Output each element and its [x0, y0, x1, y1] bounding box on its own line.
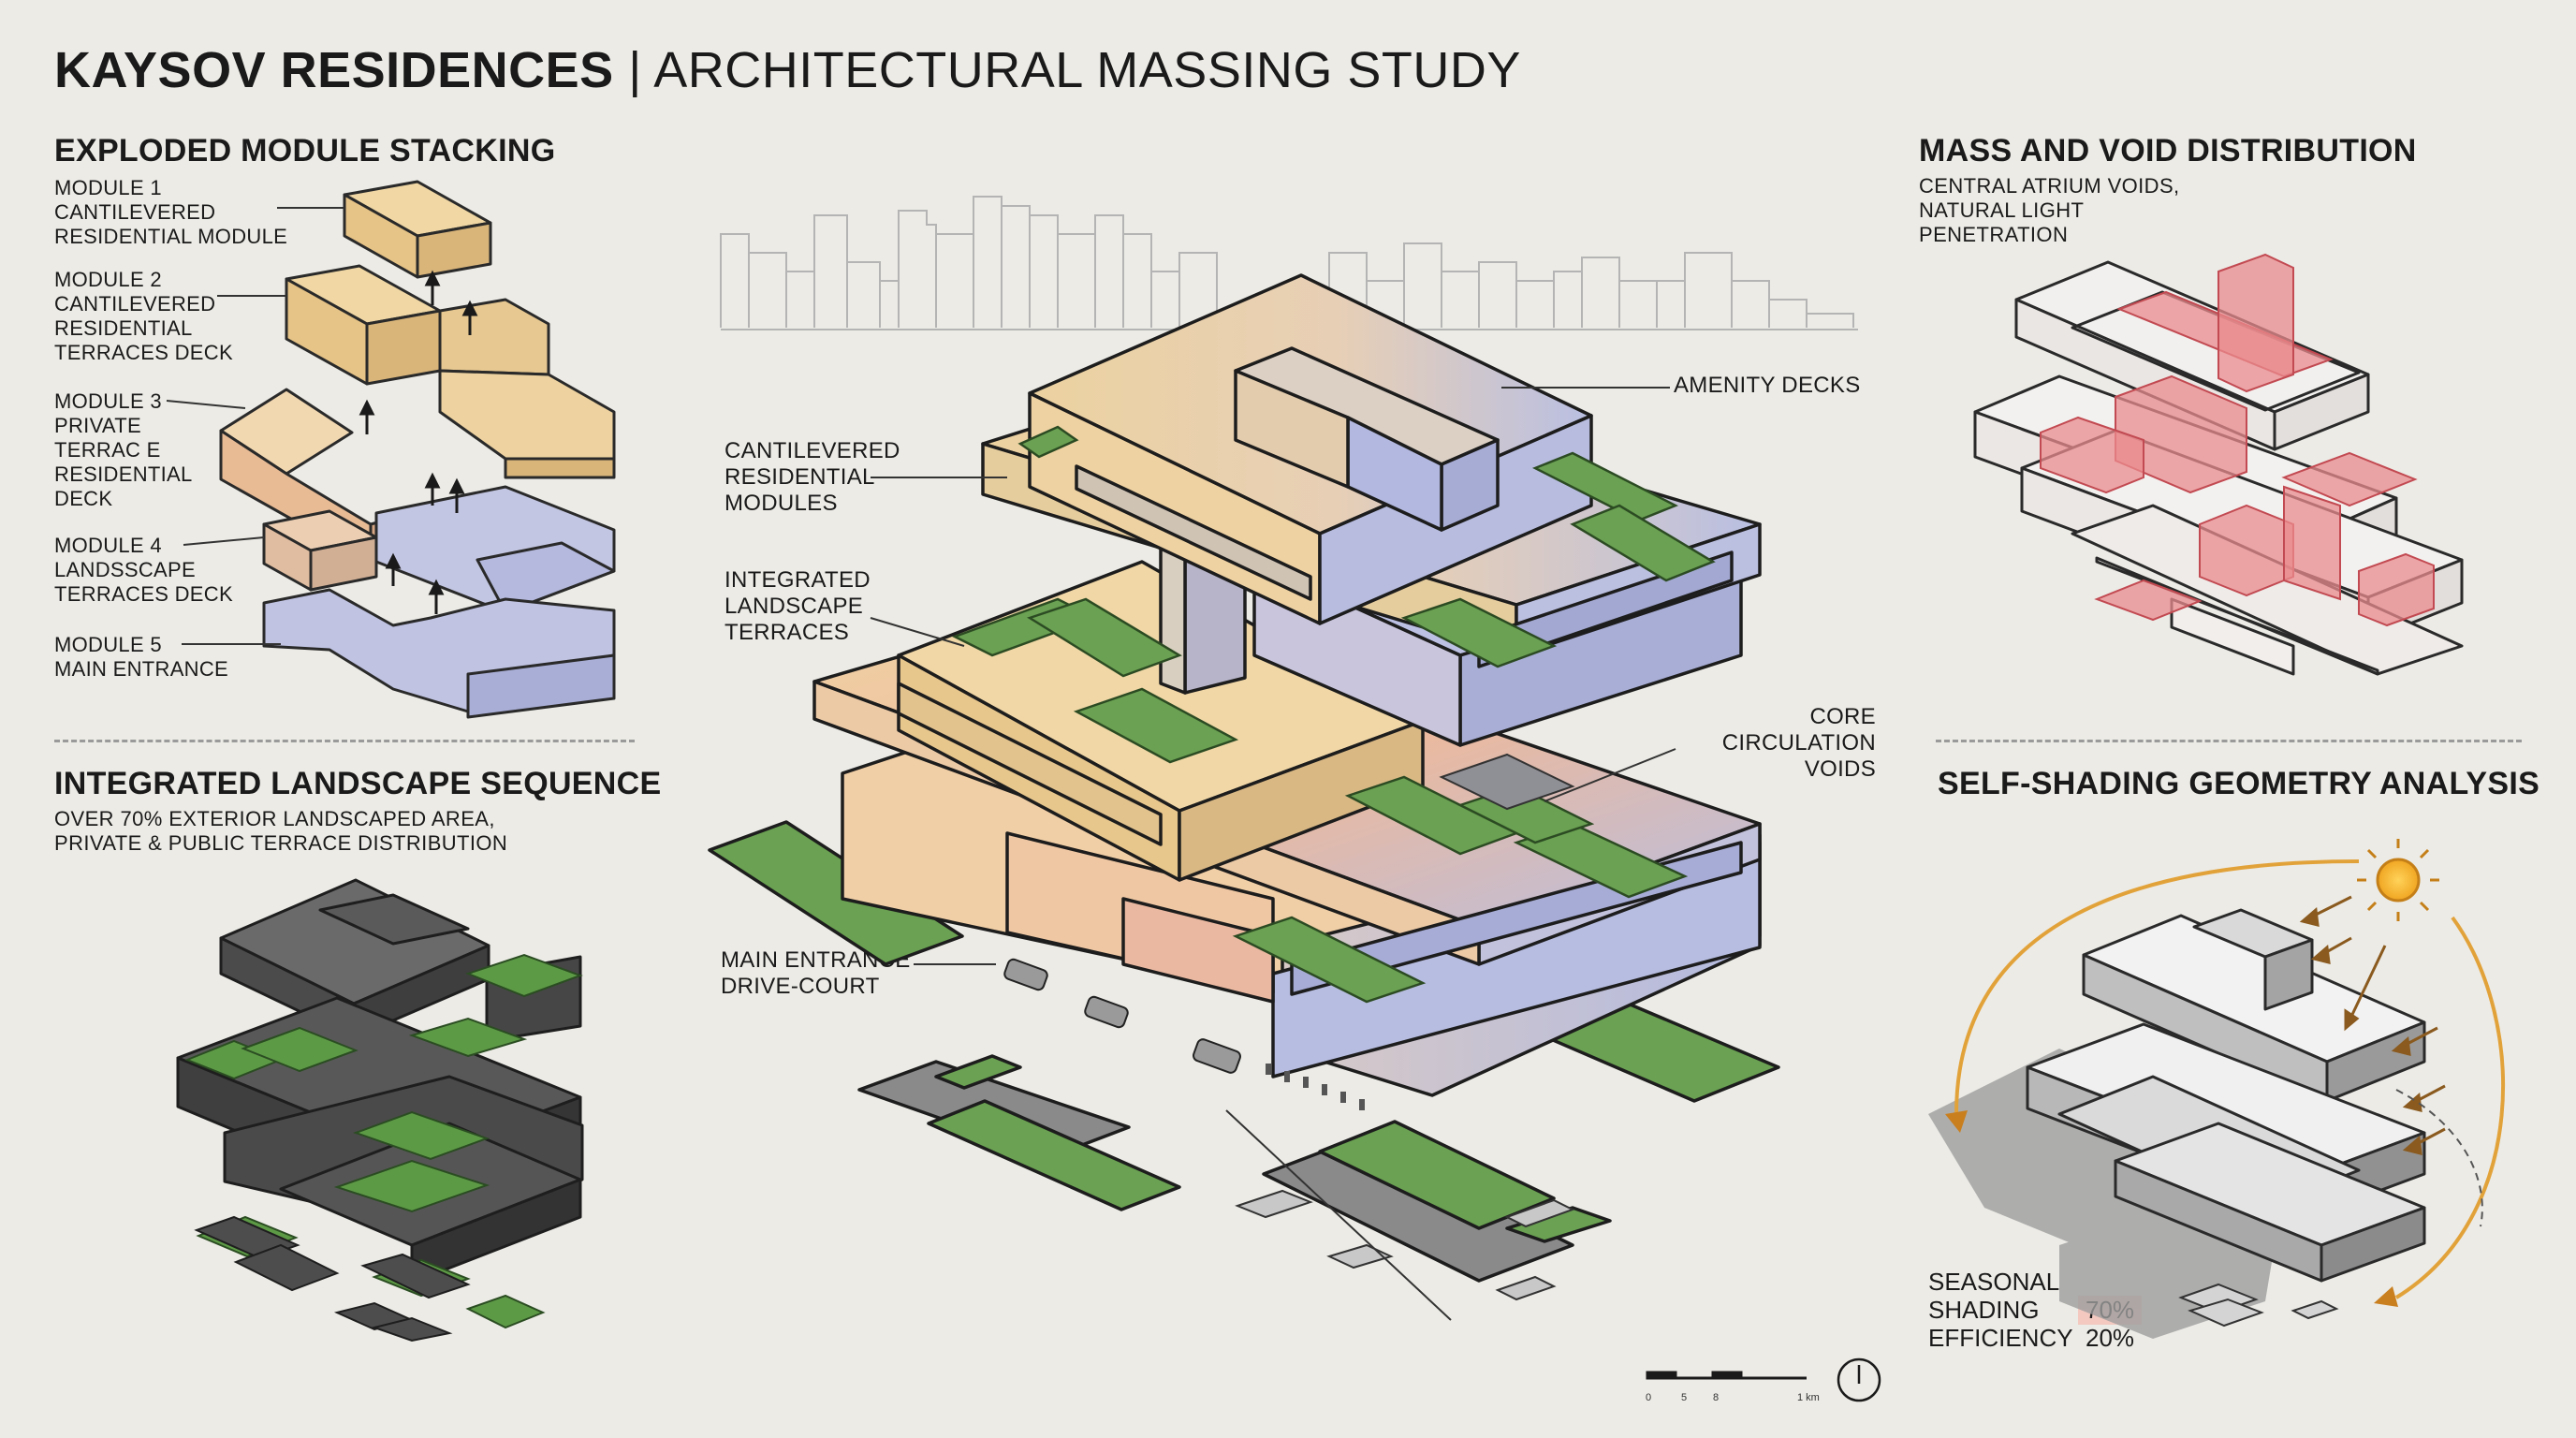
- hero-bollards: [1266, 1064, 1365, 1110]
- hero-cars: [1003, 958, 1241, 1074]
- hero-leader-lines: [870, 387, 1676, 1321]
- landscape-dark-ground: [194, 1215, 471, 1343]
- page-title: KAYSOV RESIDENCES | ARCHITECTURAL MASSIN…: [54, 41, 1521, 99]
- shading-ground-blocks: [2178, 1283, 2339, 1328]
- stack-arrows: [359, 270, 478, 614]
- landscape-heading: INTEGRATED LANDSCAPE SEQUENCE: [54, 766, 662, 801]
- right-divider: [1936, 740, 2522, 742]
- exploded-heading: EXPLODED MODULE STACKING: [54, 133, 556, 169]
- hero-model: [708, 273, 1780, 1283]
- module-4-label: MODULE 4 LANDSSCAPE TERRACES DECK: [54, 534, 233, 606]
- scale-tick-8: 8: [1713, 1392, 1719, 1403]
- scale-tick-km: 1 km: [1797, 1392, 1820, 1403]
- title-separator: |: [628, 42, 642, 98]
- landscape-terraces-label: INTEGRATED LANDSCAPE TERRACES: [724, 567, 871, 645]
- shading-stat-label: SEASONAL SHADING EFFICIENCY: [1928, 1268, 2073, 1352]
- scale-tick-5: 5: [1681, 1392, 1687, 1403]
- module-5-label: MODULE 5 MAIN ENTRANCE: [54, 633, 229, 681]
- cantilevered-modules-label: CANTILEVERED RESIDENTIAL MODULES: [724, 438, 900, 516]
- hero-terraces: [951, 425, 1716, 1004]
- sun-dashed-path: [2395, 1089, 2483, 1227]
- sun-ray-arrows: [2299, 895, 2446, 1155]
- shading-model: [2026, 908, 2426, 1283]
- scale-bar: [1646, 1357, 1881, 1402]
- module-leader-lines: [166, 207, 344, 645]
- mass-void-red-voids: [2040, 253, 2435, 627]
- sun-icon: [2357, 839, 2439, 921]
- shading-value-2: 20%: [2086, 1324, 2135, 1352]
- mass-void-subtitle: CENTRAL ATRIUM VOIDS, NATURAL LIGHT PENE…: [1919, 174, 2180, 246]
- hero-core-void: [1439, 753, 1575, 811]
- core-voids-label: CORE CIRCULATION VOIDS: [1721, 704, 1876, 782]
- sun-path-arc: [1954, 859, 2506, 1299]
- mass-void-heading: MASS AND VOID DISTRIBUTION: [1919, 133, 2417, 169]
- main-entrance-label: MAIN ENTRANCE DRIVE-COURT: [721, 947, 911, 999]
- module-2-label: MODULE 2 CANTILEVERED RESIDENTIAL TERRAC…: [54, 268, 233, 364]
- landscape-dark-greens: [184, 953, 583, 1329]
- module-3-label: MODULE 3 PRIVATE TERRAC E RESIDENTIAL DE…: [54, 389, 193, 510]
- amenity-decks-label: AMENITY DECKS: [1674, 373, 1861, 398]
- left-divider: [54, 740, 635, 742]
- scale-tick-0: 0: [1646, 1392, 1651, 1403]
- title-project: KAYSOV RESIDENCES: [54, 42, 614, 98]
- exploded-stack: [219, 180, 616, 719]
- module-1-label: MODULE 1 CANTILEVERED RESIDENTIAL MODULE: [54, 176, 288, 248]
- title-study: ARCHITECTURAL MASSING STUDY: [653, 42, 1521, 98]
- landscape-subtitle: OVER 70% EXTERIOR LANDSCAPED AREA, PRIVA…: [54, 807, 508, 855]
- shading-heading: SELF-SHADING GEOMETRY ANALYSIS: [1938, 766, 2540, 801]
- sun-path-arrowheads: [1945, 1110, 2398, 1307]
